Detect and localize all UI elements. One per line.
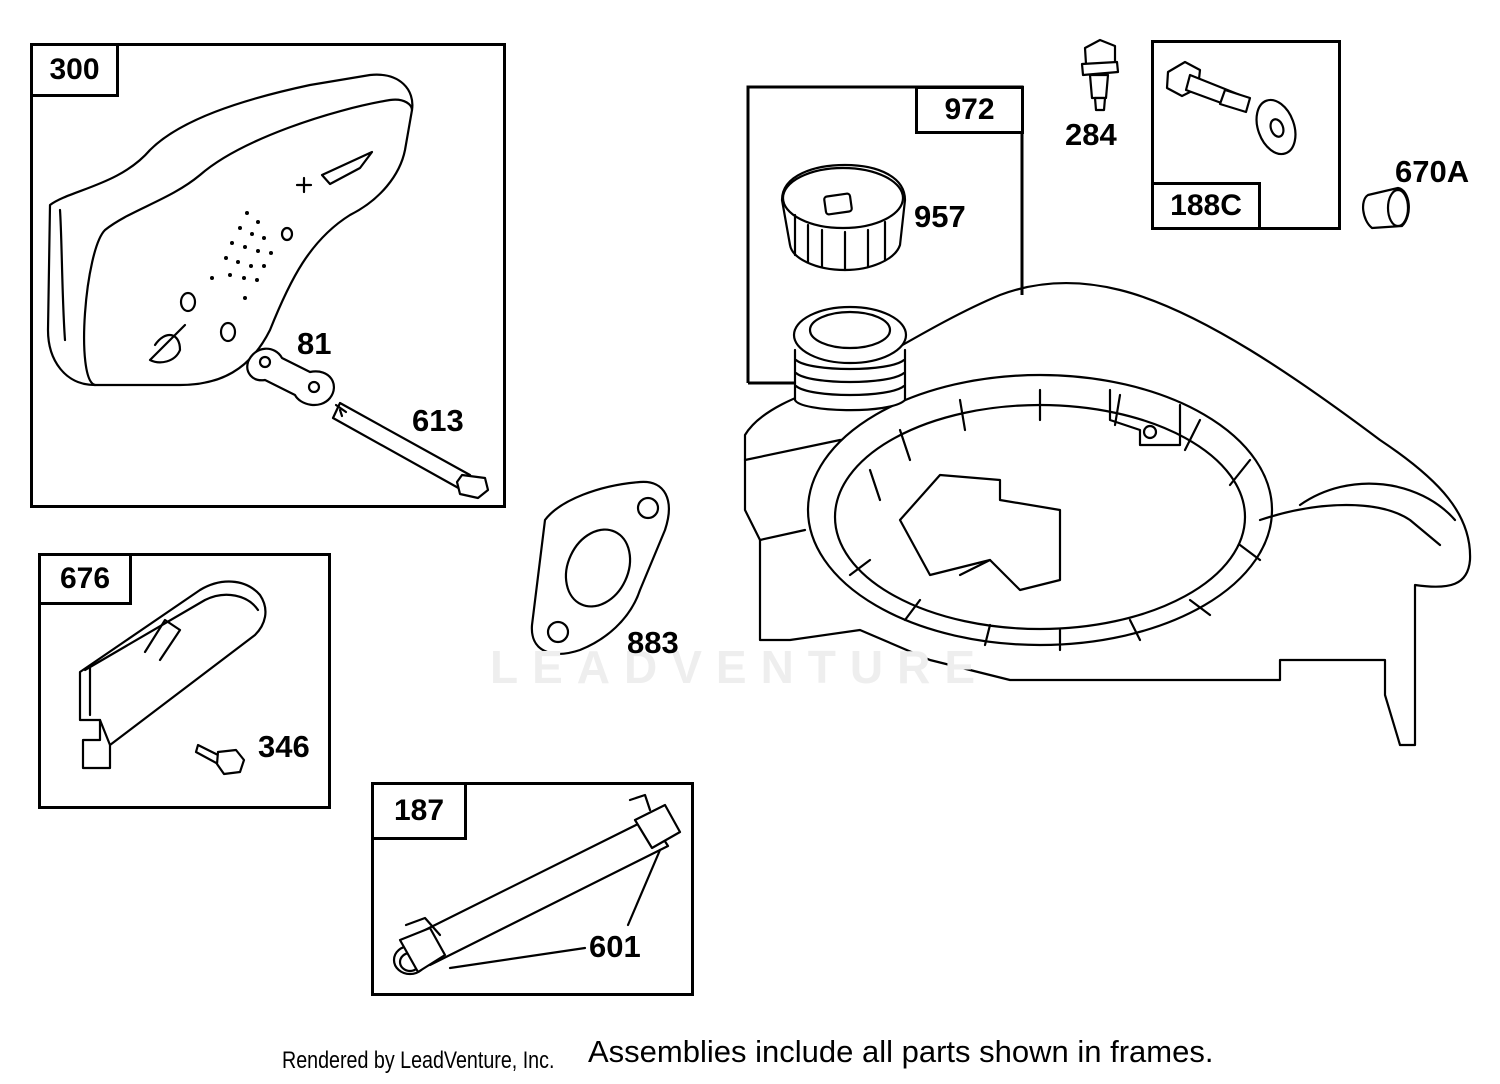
leader-lines-601 bbox=[448, 848, 662, 970]
callout-883: 883 bbox=[627, 625, 679, 660]
callout-81: 81 bbox=[297, 326, 332, 361]
callout-284: 284 bbox=[1065, 117, 1117, 152]
callout-601: 601 bbox=[589, 929, 641, 964]
muffler-part bbox=[46, 73, 414, 387]
frame-tag-188c: 188C bbox=[1151, 182, 1261, 230]
screw-346 bbox=[194, 743, 246, 776]
screw-613 bbox=[331, 401, 490, 500]
callout-670a: 670A bbox=[1395, 154, 1470, 189]
frame-972-bracket bbox=[746, 85, 1024, 385]
blower-housing-fuel-tank bbox=[743, 281, 1472, 747]
footer-credit: Rendered by LeadVenture, Inc. bbox=[282, 1047, 555, 1074]
bolt-284 bbox=[1080, 38, 1120, 112]
gasket-883 bbox=[530, 480, 670, 655]
footer-note: Assemblies include all parts shown in fr… bbox=[588, 1034, 1214, 1069]
spacer-670a bbox=[1362, 186, 1410, 230]
callout-957: 957 bbox=[914, 199, 966, 234]
fuel-cap-957 bbox=[780, 163, 907, 272]
callout-613: 613 bbox=[412, 403, 464, 438]
frame-676: 676 bbox=[38, 553, 331, 809]
muffler-guard-part bbox=[78, 580, 267, 770]
bolt-washer-188c bbox=[1165, 60, 1297, 156]
gasket-81 bbox=[246, 347, 335, 407]
frame-188c: 188C bbox=[1151, 40, 1341, 230]
callout-346: 346 bbox=[258, 729, 310, 764]
frame-tag-676: 676 bbox=[38, 553, 132, 605]
frame-tag-972: 972 bbox=[915, 86, 1024, 134]
frame-tag-187: 187 bbox=[371, 782, 467, 840]
frame-tag-300: 300 bbox=[30, 43, 119, 97]
frame-300: 300 bbox=[30, 43, 506, 508]
frame-187: 187 bbox=[371, 782, 694, 996]
fuel-tube-part bbox=[392, 793, 682, 976]
watermark: LEADVENTURE bbox=[490, 641, 990, 693]
